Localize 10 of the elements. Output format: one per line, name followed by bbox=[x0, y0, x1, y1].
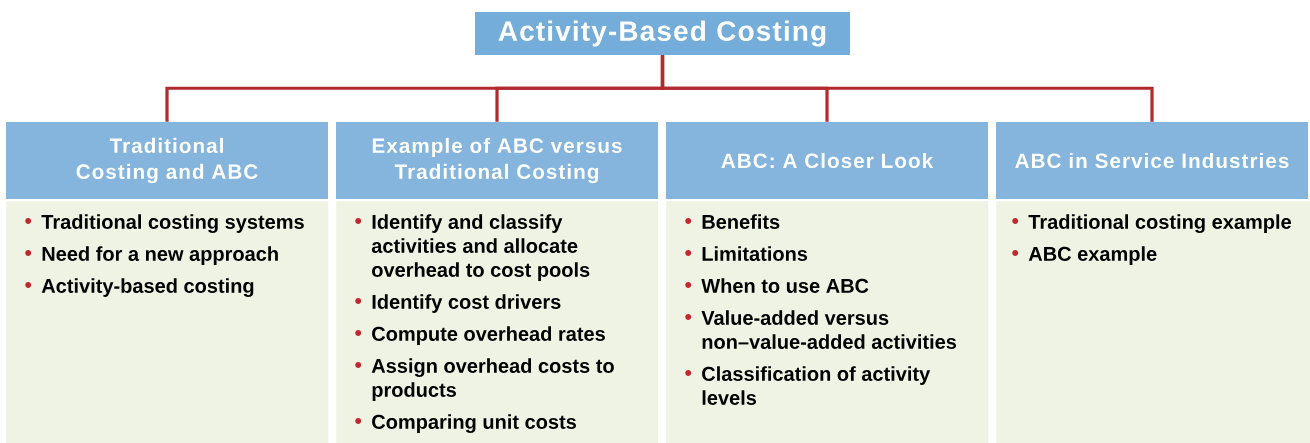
bullet-list-panel: Traditional costing example ABC example bbox=[996, 201, 1310, 443]
bullet-list-panel: Traditional costing systems Need for a new approach Activity-based costing bbox=[6, 201, 329, 443]
column-header: Traditional Costing and ABC bbox=[6, 122, 328, 199]
bullet-list-panel: Identify and classify activities and allocate overhead to cost pools Identify cost drivers Compute overhead rates Assign overhead costs to products Comparing unit costs bbox=[336, 201, 659, 443]
title-box: Activity-Based Costing bbox=[475, 12, 850, 55]
bullet-list-panel: Benefits Limitations When to use ABC Value-added versus non–value-added activities Classification of activity levels bbox=[666, 201, 989, 443]
connector-line bbox=[660, 55, 1154, 122]
column-header: Example of ABC versus Traditional Costing bbox=[336, 122, 658, 199]
column-header: ABC: A Closer Look bbox=[666, 122, 988, 199]
column-header: ABC in Service Industries bbox=[996, 122, 1308, 199]
